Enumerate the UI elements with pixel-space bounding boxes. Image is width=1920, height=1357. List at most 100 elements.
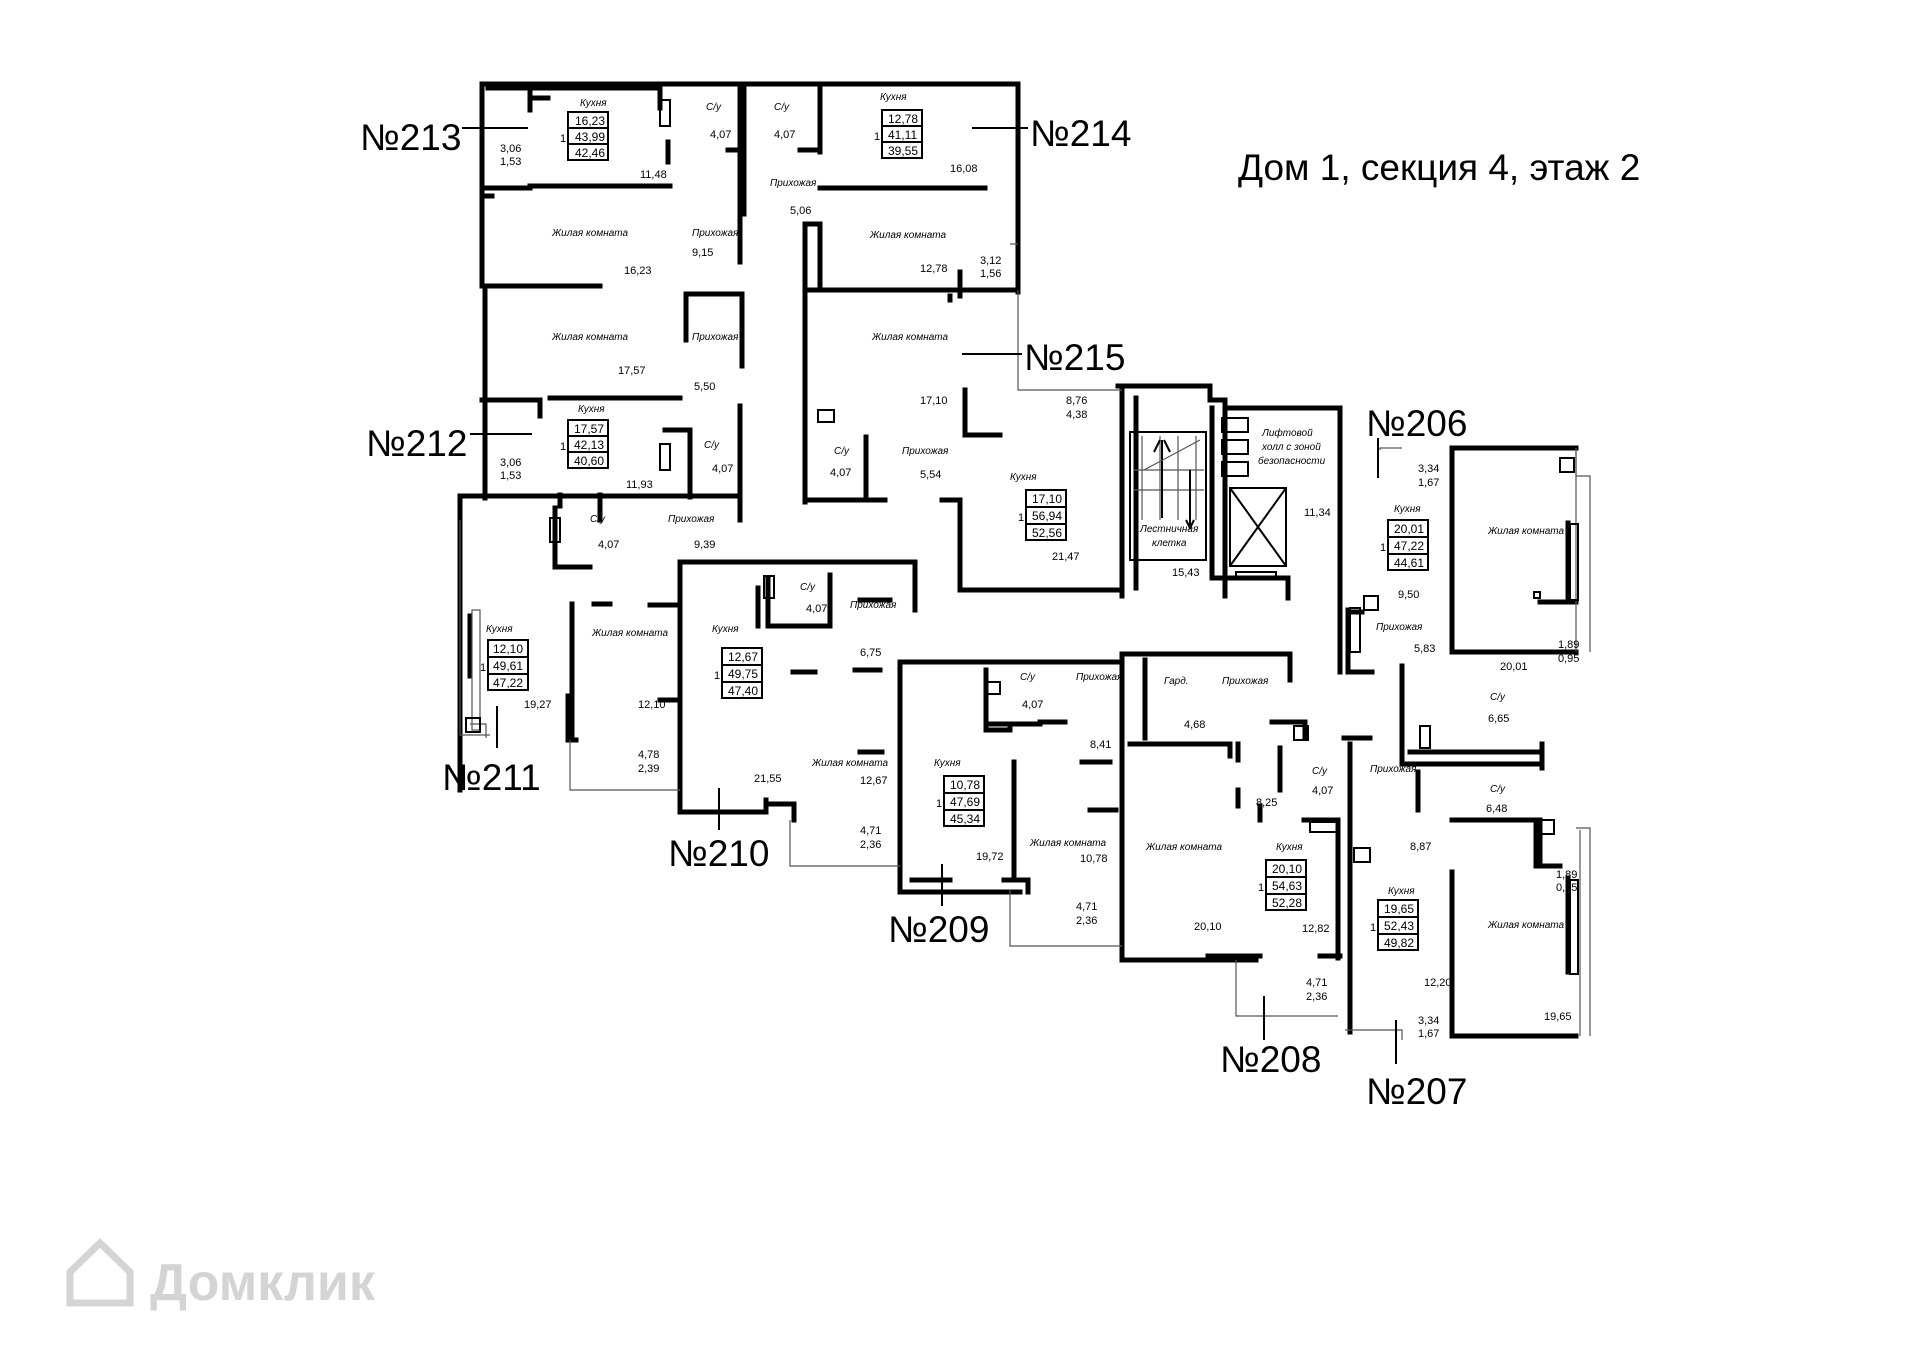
living-label: Жилая комната xyxy=(869,230,946,241)
area-living-total: 17,10 xyxy=(1032,492,1062,506)
lift-label-3: безопасности xyxy=(1258,455,1326,467)
bath-area: 4,07 xyxy=(830,467,851,479)
living-area: 12,78 xyxy=(920,263,948,275)
area-living-total: 12,10 xyxy=(493,642,523,656)
area-total: 54,63 xyxy=(1272,879,1302,893)
kitchen-area: 9,50 xyxy=(1398,589,1419,601)
bath-label: С/у xyxy=(774,102,790,113)
balcony-area: 1,89 xyxy=(1556,869,1577,881)
balcony2-coef: 1,67 xyxy=(1418,1028,1439,1040)
gard-label: Гард. xyxy=(1164,676,1189,687)
gard-area: 4,68 xyxy=(1184,719,1205,731)
lift-area: 11,34 xyxy=(1304,507,1331,519)
rooms-count: 1 xyxy=(874,131,880,143)
apartment-208: Гард. Прихожая 4,68 С/у 4,07 8,25 Жилая … xyxy=(1145,676,1333,1080)
area-box: 1 20,10 54,63 52,28 xyxy=(1258,859,1307,911)
area-living-total: 16,23 xyxy=(575,114,605,128)
bath-area: 4,07 xyxy=(1022,699,1043,711)
hall-label: Прихожая xyxy=(902,446,949,457)
area-box: 1 10,78 47,69 45,34 xyxy=(936,775,985,827)
apartment-210: С/у Прихожая 4,07 Кухня 6,75 Жилая комна… xyxy=(668,582,897,874)
apartment-number: №206 xyxy=(1366,403,1467,444)
hall-area: 8,41 xyxy=(1090,739,1111,751)
walls xyxy=(457,81,1579,1039)
bath-area: 4,07 xyxy=(806,603,827,615)
hall-label: Прихожая xyxy=(668,514,715,525)
living-area: 20,10 xyxy=(1194,921,1222,933)
kitchen-area: 19,27 xyxy=(524,699,552,711)
kitchen-label: Кухня xyxy=(934,758,961,769)
area-living-total: 12,67 xyxy=(728,650,758,664)
balcony-coef: 4,38 xyxy=(1066,409,1087,421)
hall-label: Прихожая xyxy=(1222,676,1269,687)
balcony-coef: 1,53 xyxy=(500,156,521,168)
living-area: 16,23 xyxy=(624,265,652,277)
balcony-coef: 2,36 xyxy=(860,839,881,851)
balcony2-area: 3,34 xyxy=(1418,463,1439,475)
living-label: Жилая комната xyxy=(1029,838,1106,849)
stair-area: 15,43 xyxy=(1172,567,1200,579)
kitchen-area: 21,55 xyxy=(754,773,782,785)
apartment-number: №212 xyxy=(366,423,467,464)
apartment-number: №215 xyxy=(1024,337,1125,378)
bath-area: 4,07 xyxy=(712,463,733,475)
kitchen-label: Кухня xyxy=(578,404,605,415)
balcony-area: 3,12 xyxy=(980,255,1001,267)
rooms-count: 1 xyxy=(714,670,720,682)
stair-symbol xyxy=(1129,431,1207,561)
living-label: Жилая комната xyxy=(551,228,628,239)
area-net: 52,56 xyxy=(1032,526,1062,540)
area-living-total: 10,78 xyxy=(950,778,980,792)
bath-area: 6,65 xyxy=(1488,713,1509,725)
hall-area: 8,25 xyxy=(1256,797,1277,809)
balcony-coef: 0,95 xyxy=(1556,882,1577,894)
balcony-area: 8,76 xyxy=(1066,395,1087,407)
apartment-212: Жилая комната Прихожая 17,57 5,50 Кухня … xyxy=(366,332,739,491)
bath-area: 4,07 xyxy=(1312,785,1333,797)
bath-area: 4,07 xyxy=(710,129,731,141)
area-net: 45,34 xyxy=(950,812,980,826)
apartment-214: С/у 4,07 Кухня 16,08 Прихожая 5,06 Жилая… xyxy=(770,92,1131,280)
lift-label-1: Лифтовой xyxy=(1261,427,1313,439)
area-net: 42,46 xyxy=(575,146,605,160)
hall-label: Прихожая xyxy=(770,178,817,189)
living-area: 19,65 xyxy=(1544,1011,1572,1023)
balcony-area: 4,71 xyxy=(1306,977,1327,989)
balcony-coef: 0,95 xyxy=(1558,653,1579,665)
apartment-number: №209 xyxy=(888,909,989,950)
kitchen-label: Кухня xyxy=(1388,886,1415,897)
area-total: 41,11 xyxy=(888,128,917,142)
hall-area: 5,50 xyxy=(694,381,715,393)
bath-label: С/у xyxy=(1020,672,1036,683)
living-area: 12,10 xyxy=(638,699,666,711)
lift-label-2: холл с зоной xyxy=(1261,442,1321,453)
area-net: 39,55 xyxy=(888,144,918,158)
hall-label: Прихожая xyxy=(1376,622,1423,633)
area-box: 1 12,78 41,11 39,55 xyxy=(874,109,923,159)
rooms-count: 1 xyxy=(936,798,942,810)
living-area: 17,57 xyxy=(618,365,646,377)
common-core: Лестничная клетка 15,43 Лифтовой холл с … xyxy=(1139,427,1331,579)
area-net: 44,61 xyxy=(1394,556,1424,570)
area-total: 56,94 xyxy=(1032,509,1062,523)
lift-symbol xyxy=(1221,417,1287,579)
area-net: 49,82 xyxy=(1384,936,1414,950)
area-total: 49,75 xyxy=(728,667,758,681)
rooms-count: 1 xyxy=(560,133,566,145)
apartment-211: С/у Прихожая 4,07 9,39 Жилая комната Кух… xyxy=(442,514,715,798)
bath-area: 4,07 xyxy=(774,129,795,141)
area-box: 1 19,65 52,43 49,82 xyxy=(1370,899,1419,951)
apartment-number: №214 xyxy=(1030,113,1131,154)
balcony-area: 3,06 xyxy=(500,143,521,155)
hall-area: 5,83 xyxy=(1414,643,1435,655)
hall-area: 8,87 xyxy=(1410,841,1431,853)
area-living-total: 12,78 xyxy=(888,112,918,126)
rooms-count: 1 xyxy=(1380,542,1386,554)
balcony2-area: 3,34 xyxy=(1418,1015,1439,1027)
rooms-count: 1 xyxy=(1258,882,1264,894)
area-box: 1 12,67 49,75 47,40 xyxy=(714,647,763,699)
area-living-total: 19,65 xyxy=(1384,902,1414,916)
balcony-coef: 1,56 xyxy=(980,268,1001,280)
stair-label-1: Лестничная xyxy=(1139,524,1199,535)
kitchen-label: Кухня xyxy=(880,92,907,103)
